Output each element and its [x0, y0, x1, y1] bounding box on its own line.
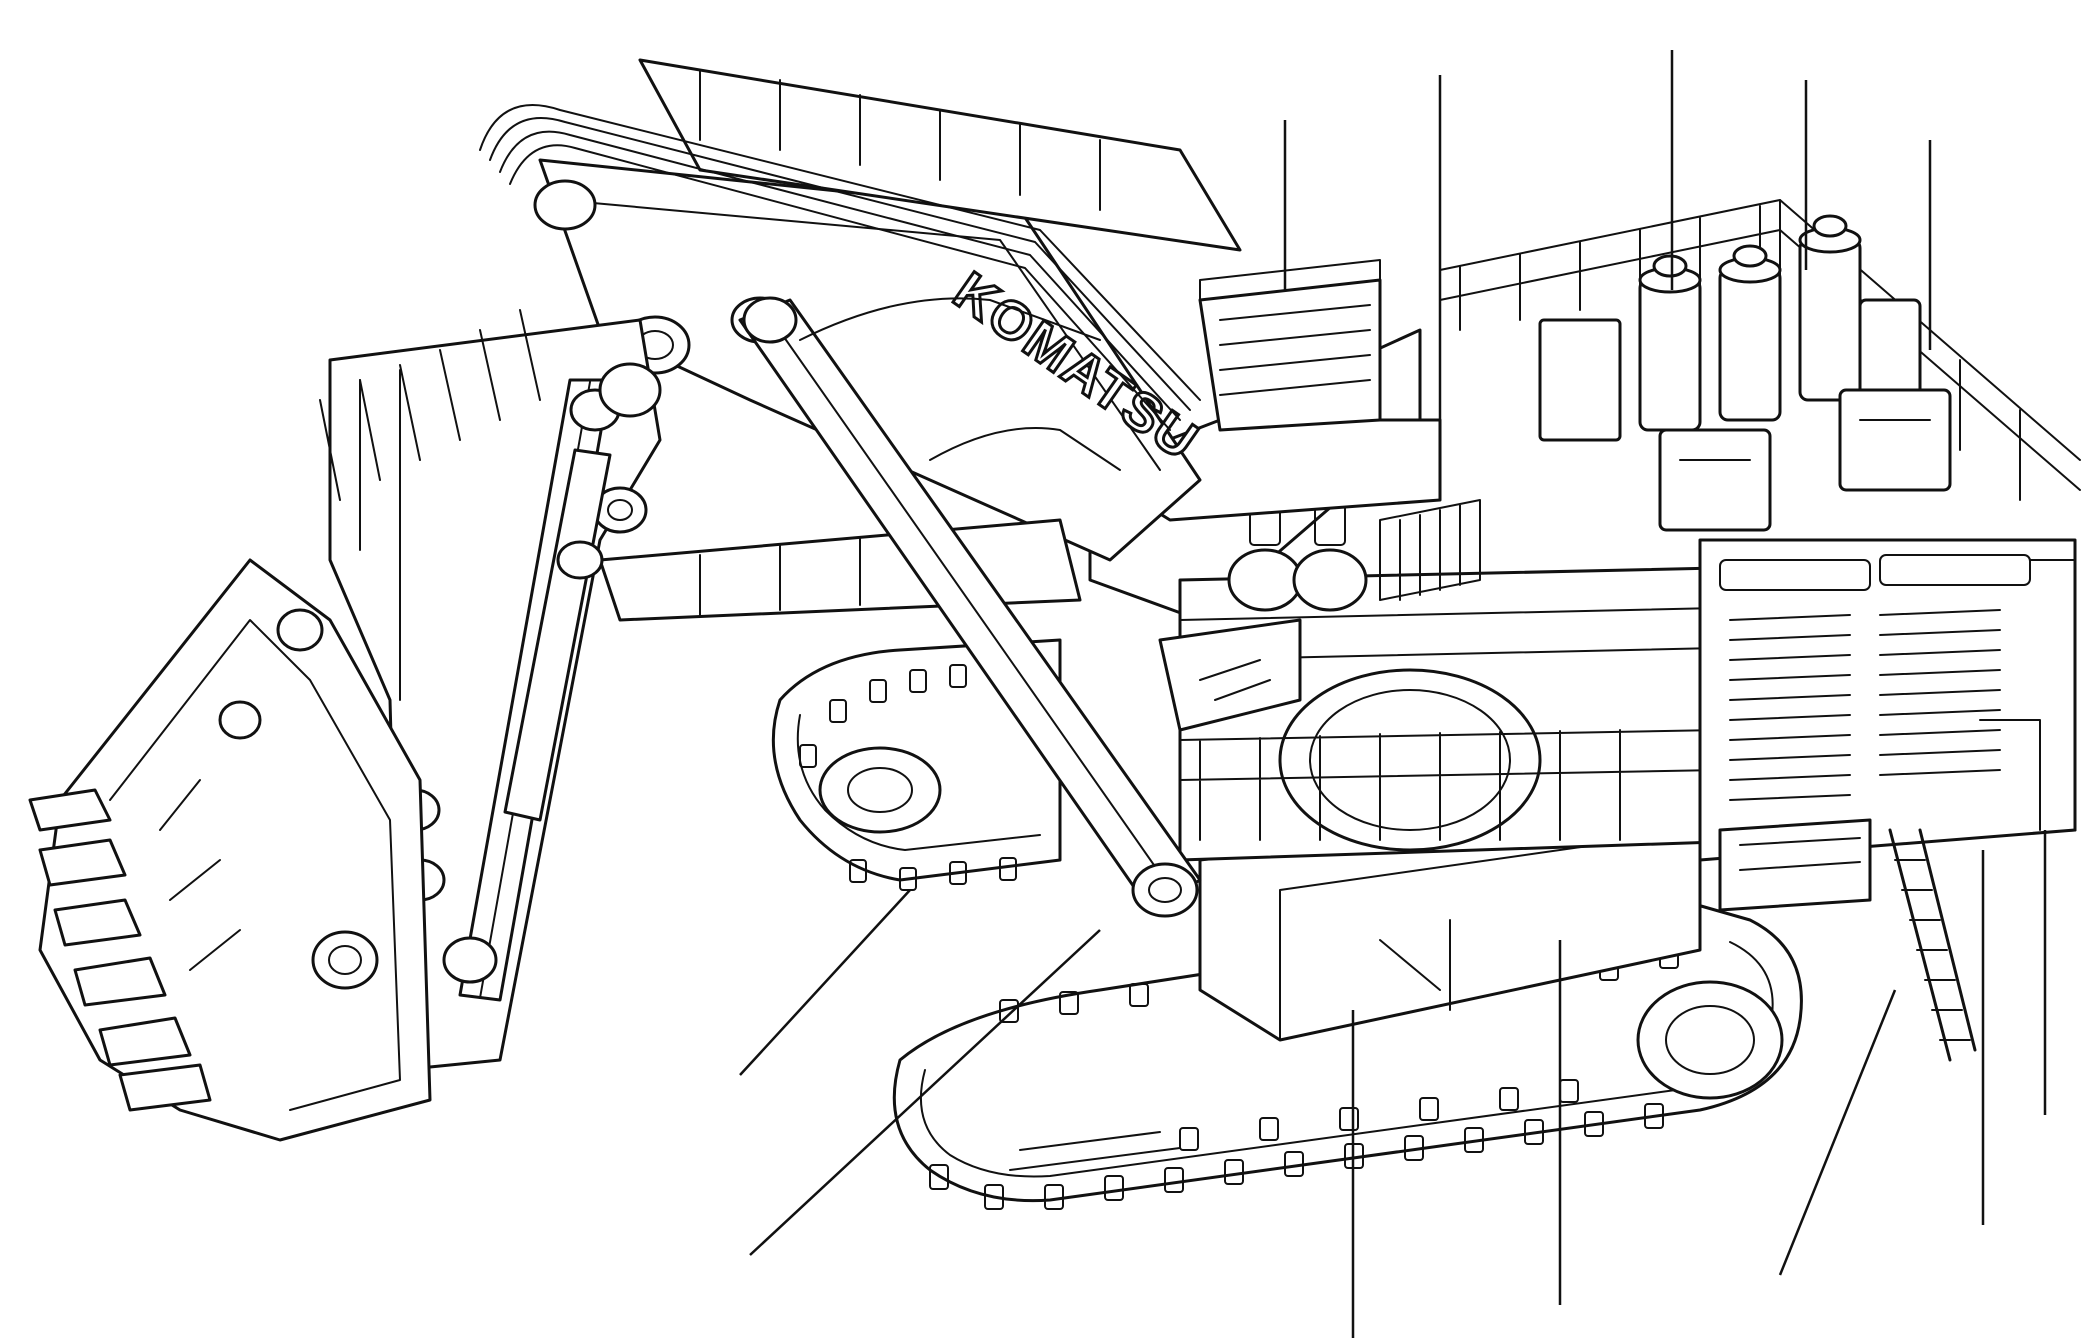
rear-crawler-track — [771, 638, 1062, 891]
bucket — [28, 558, 432, 1142]
stairway — [1718, 818, 1977, 1062]
center-equipment — [1158, 499, 1542, 852]
front-crawler-track — [892, 898, 1803, 1210]
callout-leader-lines — [739, 50, 2047, 1338]
arm-hose-2 — [929, 427, 1121, 471]
upper-structure — [1088, 199, 2081, 862]
leader-line — [739, 889, 911, 1076]
leader-line — [749, 929, 1101, 1256]
boom-cylinder — [738, 296, 1202, 918]
tanks — [1538, 214, 1922, 442]
boom-support-beam — [598, 518, 1082, 622]
leader-line — [1778, 989, 1897, 1276]
cabinets — [1658, 388, 1952, 532]
arm-hose — [799, 297, 1101, 341]
